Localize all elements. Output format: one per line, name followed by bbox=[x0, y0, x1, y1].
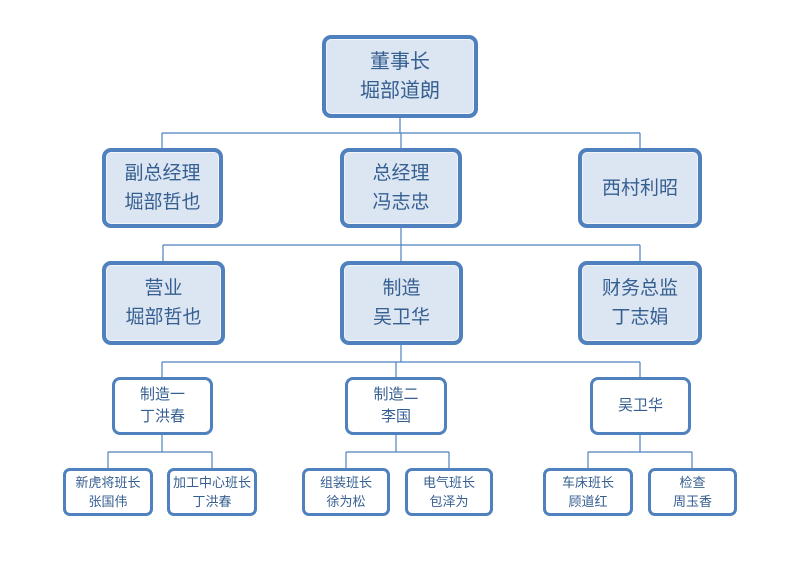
node-name: 李国 bbox=[380, 408, 411, 425]
node-name: 周玉香 bbox=[672, 494, 712, 509]
org-node-chairman[interactable]: 董事长 堀部道朗 bbox=[322, 35, 478, 118]
node-title: 总经理 bbox=[372, 163, 430, 184]
node-title: 电气班长 bbox=[422, 475, 475, 490]
node-name: 吴卫华 bbox=[617, 397, 663, 414]
org-node-finance-director[interactable]: 财务总监 丁志娟 bbox=[578, 261, 702, 345]
org-node-manufacturing[interactable]: 制造 吴卫华 bbox=[340, 261, 463, 345]
node-title: 董事长 bbox=[370, 50, 430, 73]
node-name: 徐为松 bbox=[326, 494, 366, 509]
node-name: 西村利昭 bbox=[601, 177, 678, 199]
org-node-nishimura[interactable]: 西村利昭 bbox=[578, 148, 702, 228]
org-node-electrical-leader[interactable]: 电气班长 包泽为 bbox=[405, 468, 493, 516]
org-node-assembly-leader[interactable]: 组装班长 徐为松 bbox=[302, 468, 390, 516]
node-name: 顾道红 bbox=[568, 494, 608, 509]
node-name: 张国伟 bbox=[88, 494, 128, 509]
node-title: 检查 bbox=[679, 475, 706, 490]
node-title: 副总经理 bbox=[124, 163, 201, 184]
connector-mfg1-to-children bbox=[107, 435, 213, 468]
connector-manufacturing-to-level4 bbox=[161, 345, 641, 377]
node-title: 财务总监 bbox=[601, 278, 678, 299]
node-name: 堀部道朗 bbox=[360, 79, 440, 102]
node-name: 丁洪春 bbox=[192, 494, 232, 509]
node-name: 冯志忠 bbox=[372, 192, 430, 213]
connector-mfg2-to-children bbox=[345, 435, 450, 468]
node-title: 加工中心班长 bbox=[172, 475, 251, 490]
node-title: 制造二 bbox=[373, 386, 419, 403]
org-node-gm[interactable]: 总经理 冯志忠 bbox=[340, 148, 462, 228]
node-title: 组装班长 bbox=[319, 475, 372, 490]
node-name: 堀部哲也 bbox=[124, 192, 201, 213]
node-name: 包泽为 bbox=[429, 494, 469, 509]
org-node-lathe-leader[interactable]: 车床班长 顾道红 bbox=[543, 468, 633, 516]
org-node-wu-weihua[interactable]: 吴卫华 bbox=[590, 377, 691, 435]
org-node-deputy-gm[interactable]: 副总经理 堀部哲也 bbox=[102, 148, 223, 228]
connector-gm-to-level3 bbox=[162, 228, 641, 261]
node-title: 制造一 bbox=[139, 386, 185, 403]
node-name: 吴卫华 bbox=[372, 307, 430, 328]
org-node-inspection[interactable]: 检查 周玉香 bbox=[648, 468, 737, 516]
connector-wuweihua-to-children bbox=[587, 435, 693, 468]
node-title: 车床班长 bbox=[561, 475, 614, 490]
node-name: 丁洪春 bbox=[139, 408, 185, 425]
org-node-mfg-2[interactable]: 制造二 李国 bbox=[345, 377, 447, 435]
connector-chairman-to-level2 bbox=[161, 118, 641, 148]
org-node-machining-leader[interactable]: 加工中心班长 丁洪春 bbox=[167, 468, 257, 516]
org-node-mfg-1[interactable]: 制造一 丁洪春 bbox=[112, 377, 213, 435]
org-node-sales[interactable]: 营业 堀部哲也 bbox=[102, 261, 225, 345]
node-name: 丁志娟 bbox=[611, 307, 669, 328]
node-title: 新虎将班长 bbox=[75, 475, 141, 490]
node-title: 营业 bbox=[144, 278, 183, 299]
node-name: 堀部哲也 bbox=[125, 307, 202, 328]
org-node-xinhujiang-leader[interactable]: 新虎将班长 张国伟 bbox=[63, 468, 153, 516]
node-title: 制造 bbox=[382, 278, 421, 299]
